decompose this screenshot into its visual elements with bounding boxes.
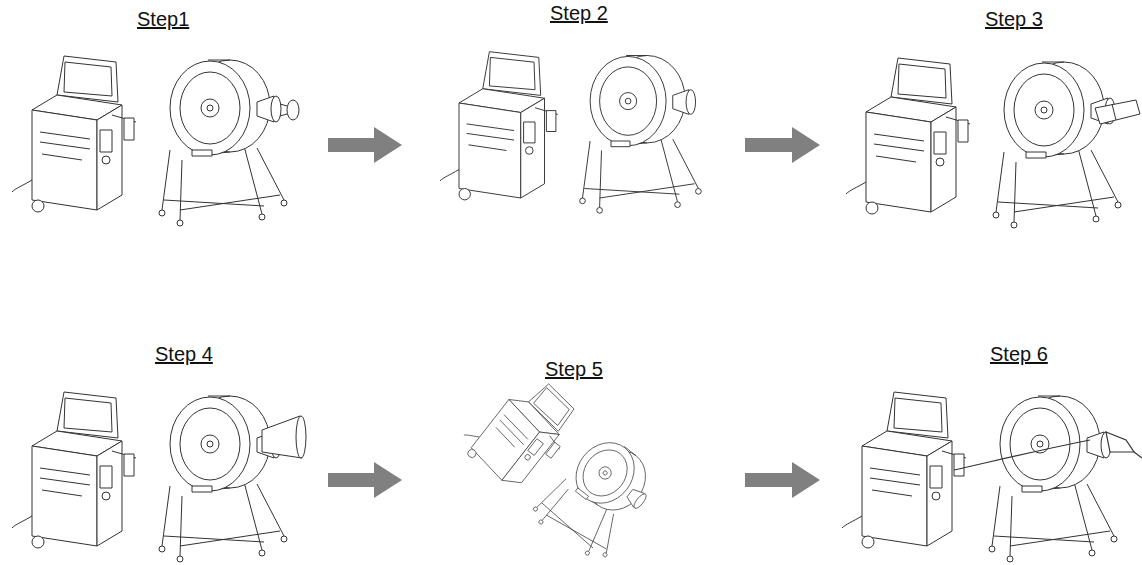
step-panel: Step 2 xyxy=(402,2,745,230)
block-arrow xyxy=(745,127,820,163)
machine-illustration xyxy=(842,392,1117,562)
machine-illustration xyxy=(846,58,1121,228)
cone-nozzle xyxy=(262,416,306,458)
step-panel: Step 3 xyxy=(820,5,1137,230)
machine-illustration xyxy=(12,56,287,226)
hose-line xyxy=(954,432,1142,470)
machine-illustration xyxy=(450,362,669,565)
step-panel: Step 4 xyxy=(5,340,328,562)
step-panel: Step1 xyxy=(5,5,328,230)
block-arrow xyxy=(328,127,402,163)
coupling-part xyxy=(280,100,299,120)
block-arrow xyxy=(745,462,820,498)
step-heading: Step 5 xyxy=(545,358,603,381)
step-heading: Step 6 xyxy=(990,343,1048,366)
hose-nozzle xyxy=(1095,100,1140,124)
machine-illustration xyxy=(440,52,701,214)
machine-illustration xyxy=(12,392,287,562)
step-heading: Step 4 xyxy=(155,343,213,366)
step-heading: Step1 xyxy=(137,8,189,31)
step-heading: Step 3 xyxy=(985,8,1043,31)
step-panel: Step 5 xyxy=(402,340,745,562)
step-panel: Step 6 xyxy=(820,340,1137,562)
block-arrow xyxy=(328,462,402,498)
step-heading: Step 2 xyxy=(550,2,608,25)
